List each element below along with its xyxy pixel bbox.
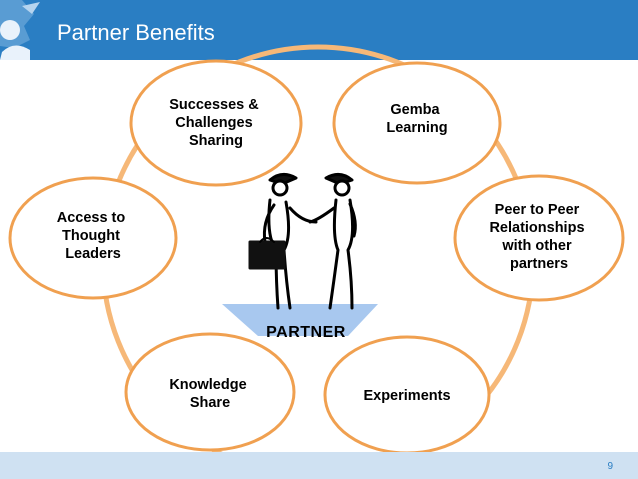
node-successes-line-1: Successes & [169, 97, 259, 113]
header-bar: Partner Benefits [0, 0, 638, 60]
node-successes-line-3: Sharing [189, 133, 243, 149]
svg-text:Experiments: Experiments [363, 388, 450, 404]
node-gemba-line-1: Gemba [390, 102, 440, 118]
page-title: Partner Benefits [57, 20, 215, 45]
logo-icon [0, 0, 40, 60]
svg-text:Access to Thought: Access to Thought Leaders [57, 210, 130, 262]
node-access-line-1: Access to [57, 210, 126, 226]
node-access-line-3: Leaders [65, 246, 121, 262]
floor-shadow [222, 304, 378, 336]
node-peer-line-2: Relationships [489, 220, 584, 236]
node-peer-line-1: Peer to Peer [495, 202, 580, 218]
svg-text:Knowledge Share: Knowledge Share [169, 377, 250, 411]
footer-bar: 9 [0, 452, 638, 479]
node-gemba: Gemba Learning [332, 61, 502, 185]
node-gemba-line-2: Learning [386, 120, 447, 136]
node-peer-line-3: with other [501, 238, 572, 254]
page-number: 9 [607, 461, 613, 472]
node-experiments-line-1: Experiments [363, 388, 450, 404]
node-knowledge-line-1: Knowledge [169, 377, 246, 393]
node-knowledge: Knowledge Share [124, 332, 296, 452]
node-knowledge-line-2: Share [190, 395, 230, 411]
center-label: PARTNER [266, 324, 346, 341]
node-experiments: Experiments [323, 335, 491, 455]
svg-text:Peer to Peer Relationshi: Peer to Peer Relationships with other pa… [489, 202, 588, 272]
svg-text:Successes & Challenges: Successes & Challenges Sharing [169, 97, 263, 149]
node-peer: Peer to Peer Relationships with other pa… [453, 174, 625, 302]
node-successes: Successes & Challenges Sharing [129, 59, 303, 187]
node-access: Access to Thought Leaders [8, 176, 178, 300]
svg-text:Gemba Learning: Gemba Learning [386, 102, 447, 136]
handshake-illustration [248, 173, 357, 310]
node-access-line-2: Thought [62, 228, 120, 244]
node-peer-line-4: partners [510, 256, 568, 272]
node-successes-line-2: Challenges [175, 115, 252, 131]
